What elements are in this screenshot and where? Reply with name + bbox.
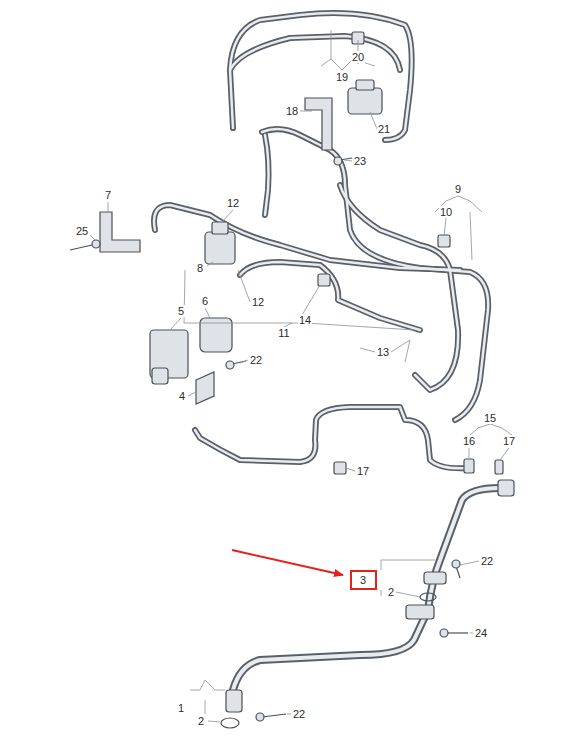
- components: [100, 32, 514, 712]
- callout-number: 20: [351, 51, 365, 63]
- callout-number: 24: [474, 627, 488, 639]
- callout-number: 17: [502, 435, 516, 447]
- callout-number: 14: [298, 314, 312, 326]
- callout-number: 8: [196, 262, 204, 274]
- callout-number: 2: [197, 715, 205, 727]
- callout-number: 22: [480, 555, 494, 567]
- callout-number: 5: [177, 305, 185, 317]
- callout-number: 11: [277, 327, 290, 339]
- hoses: [154, 13, 500, 690]
- callout-number: 19: [335, 71, 349, 83]
- callout-number: 15: [483, 412, 497, 424]
- highlight-box: 3: [350, 570, 377, 590]
- callout-number: 10: [439, 206, 453, 218]
- leader-lines: [90, 30, 512, 722]
- callout-number: 21: [377, 123, 391, 135]
- callout-number: 12: [251, 296, 265, 308]
- callout-number: 22: [249, 354, 263, 366]
- callout-number: 9: [454, 183, 462, 195]
- callout-number: 4: [178, 390, 186, 402]
- callout-number: 3: [352, 574, 375, 586]
- pointer-arrow: [232, 550, 343, 575]
- callout-number: 7: [104, 189, 112, 201]
- callout-number: 2: [387, 586, 395, 598]
- callout-number: 12: [226, 197, 240, 209]
- bolts-and-seals: [70, 157, 468, 728]
- callout-number: 16: [462, 435, 476, 447]
- callout-number: 13: [376, 346, 390, 358]
- callout-number: 1: [177, 702, 185, 714]
- callout-number: 22: [292, 708, 306, 720]
- callout-number: 25: [75, 225, 89, 237]
- callout-number: 18: [285, 105, 299, 117]
- callout-number: 6: [201, 295, 209, 307]
- callout-number: 17: [356, 465, 370, 477]
- callout-number: 23: [353, 155, 367, 167]
